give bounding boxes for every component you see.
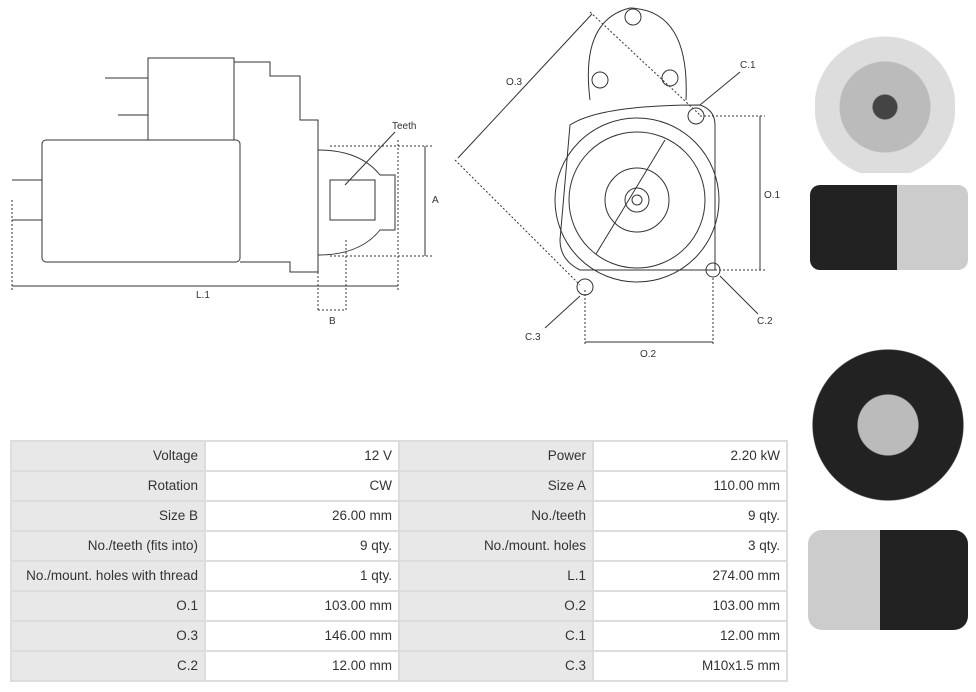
label-b: B bbox=[329, 316, 336, 327]
spec-value: M10x1.5 mm bbox=[592, 650, 788, 682]
spec-label: Rotation bbox=[10, 470, 206, 502]
spec-row: No./teeth (fits into)9 qty.No./mount. ho… bbox=[10, 530, 788, 562]
spec-label: No./teeth bbox=[398, 500, 594, 532]
spec-label: C.3 bbox=[398, 650, 594, 682]
spec-label: L.1 bbox=[398, 560, 594, 592]
label-o2: O.2 bbox=[640, 349, 657, 360]
product-photo-front bbox=[815, 8, 955, 173]
product-photo-rear bbox=[808, 290, 968, 515]
spec-value: 26.00 mm bbox=[204, 500, 400, 532]
technical-drawing: Teeth A B L.1 O.3 C.1 O.1 C.2 O.2 C.3 bbox=[11, 7, 781, 360]
label-teeth: Teeth bbox=[392, 121, 416, 132]
label-o3: O.3 bbox=[506, 77, 523, 88]
spec-value: 103.00 mm bbox=[592, 590, 788, 622]
spec-value: 110.00 mm bbox=[592, 470, 788, 502]
label-c2: C.2 bbox=[757, 316, 773, 327]
spec-label: C.1 bbox=[398, 620, 594, 652]
spec-label: Voltage bbox=[10, 440, 206, 472]
spec-value: 1 qty. bbox=[204, 560, 400, 592]
spec-label: No./teeth (fits into) bbox=[10, 530, 206, 562]
product-photo-angle bbox=[808, 530, 968, 630]
spec-label: No./mount. holes with thread bbox=[10, 560, 206, 592]
spec-value: 146.00 mm bbox=[204, 620, 400, 652]
spec-value: 9 qty. bbox=[592, 500, 788, 532]
spec-label: O.1 bbox=[10, 590, 206, 622]
label-o1: O.1 bbox=[764, 190, 781, 201]
spec-value: 9 qty. bbox=[204, 530, 400, 562]
spec-label: Size B bbox=[10, 500, 206, 532]
spec-label: No./mount. holes bbox=[398, 530, 594, 562]
spec-label: O.3 bbox=[10, 620, 206, 652]
spec-label: Power bbox=[398, 440, 594, 472]
spec-value: 274.00 mm bbox=[592, 560, 788, 592]
spec-value: 103.00 mm bbox=[204, 590, 400, 622]
label-c3: C.3 bbox=[525, 332, 541, 343]
spec-value: 2.20 kW bbox=[592, 440, 788, 472]
label-c1: C.1 bbox=[740, 60, 756, 71]
side-view-drawing bbox=[11, 57, 432, 312]
spec-value: 12.00 mm bbox=[592, 620, 788, 652]
spec-label: Size A bbox=[398, 470, 594, 502]
spec-label: C.2 bbox=[10, 650, 206, 682]
spec-value: 12.00 mm bbox=[204, 650, 400, 682]
front-view-drawing bbox=[454, 7, 765, 345]
spec-value: 12 V bbox=[204, 440, 400, 472]
spec-value: 3 qty. bbox=[592, 530, 788, 562]
spec-label: O.2 bbox=[398, 590, 594, 622]
label-l1: L.1 bbox=[196, 290, 210, 301]
spec-value: CW bbox=[204, 470, 400, 502]
product-photo-side bbox=[810, 185, 968, 270]
label-a: A bbox=[432, 195, 439, 206]
